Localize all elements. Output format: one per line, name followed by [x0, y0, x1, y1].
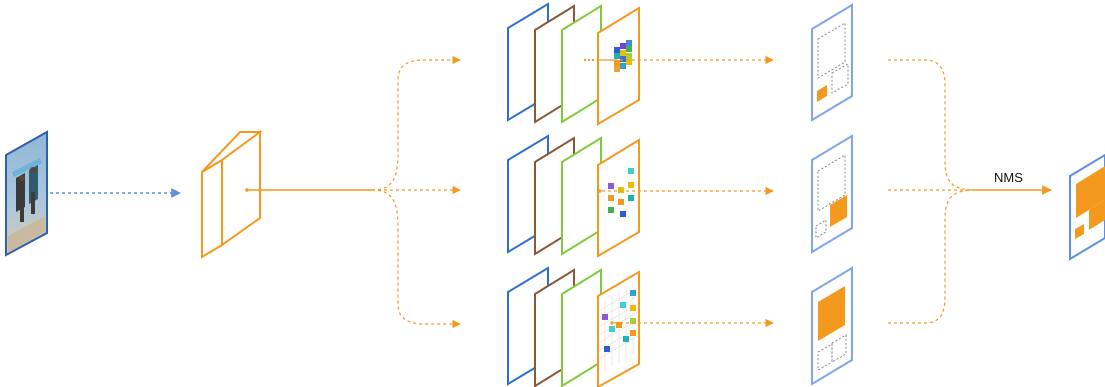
input-image-photo: [5, 130, 48, 257]
prediction-map-1: [811, 3, 853, 122]
backbone-block-icon: [201, 130, 264, 259]
feature-grid-1: [614, 40, 632, 72]
prediction-map-2: [811, 134, 853, 254]
feature-grid-2: [608, 168, 634, 217]
feature-stack-2: [507, 134, 640, 258]
feature-to-prediction-arrows: [602, 55, 774, 328]
merge-arrows: [888, 59, 976, 324]
branch-arrows: [371, 55, 461, 329]
feature-grid-3: [602, 290, 636, 352]
output-detections-icon: [1069, 153, 1105, 261]
feature-stack-1: [507, 2, 640, 126]
nms-label: NMS: [994, 170, 1023, 185]
feature-stack-3: [507, 266, 640, 387]
prediction-map-3: [811, 266, 853, 386]
